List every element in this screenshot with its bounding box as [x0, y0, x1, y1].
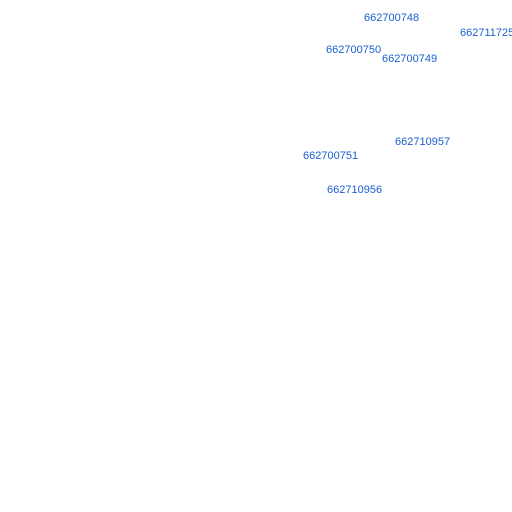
parcel-label[interactable]: 662700749 — [382, 53, 438, 65]
parcel-label[interactable]: 662710957 — [395, 136, 451, 148]
parcel-label[interactable]: 662700748 — [364, 12, 420, 24]
parcel-label[interactable]: 662700751 — [303, 150, 359, 162]
parcel-label[interactable]: 662700750 — [326, 44, 382, 56]
parcel-label[interactable]: 662710956 — [327, 184, 383, 196]
parcel-label[interactable]: 662711725 — [460, 27, 512, 39]
